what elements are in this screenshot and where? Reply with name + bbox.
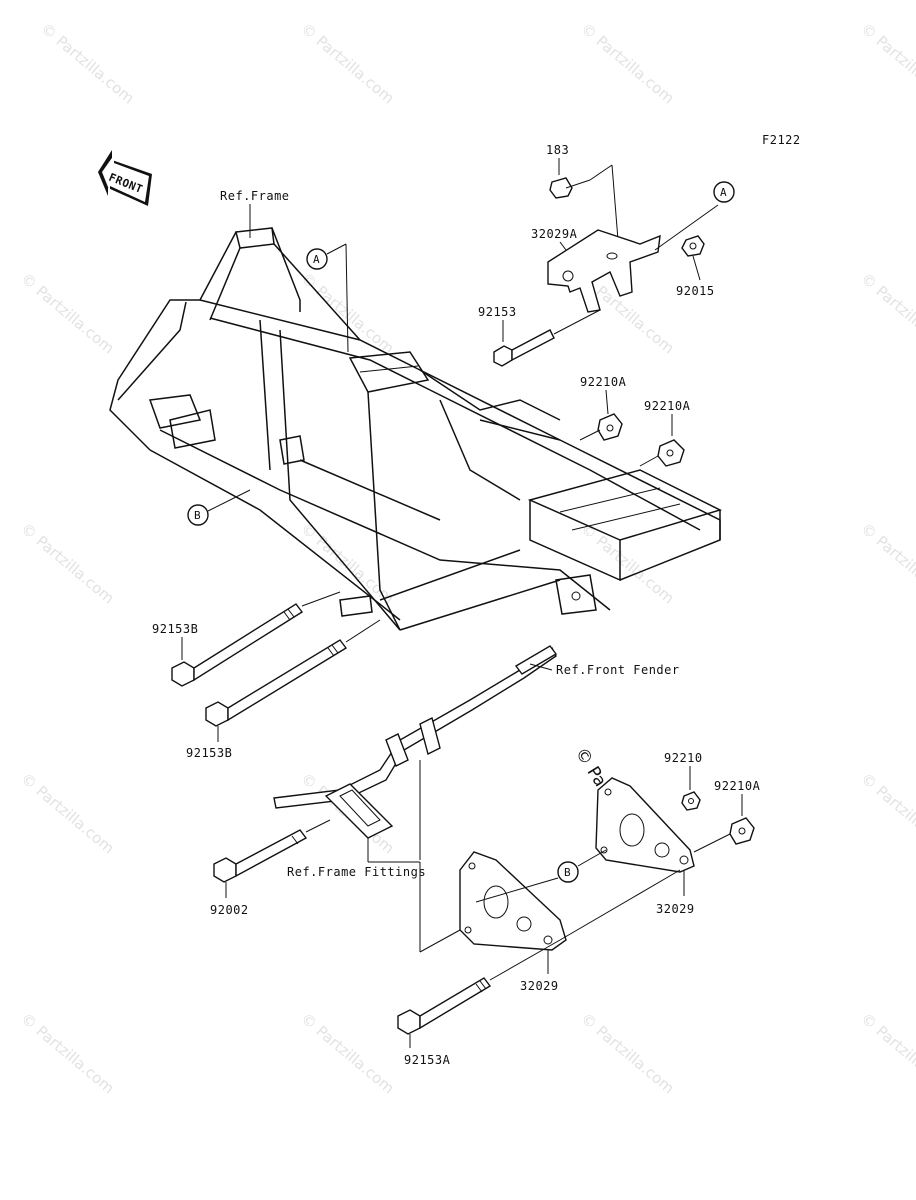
watermark: © Partzilla.com — [857, 269, 916, 357]
nut-92210a-3 — [729, 817, 755, 845]
plate-32029-lower — [459, 851, 567, 951]
part-92015-label: 92015 — [676, 284, 715, 298]
bolt-92153b-2 — [205, 639, 348, 727]
watermark: © Partzilla.com — [17, 519, 117, 607]
part-92002-label: 92002 — [210, 903, 249, 917]
watermark: © Partzilla.com — [17, 769, 117, 857]
bolt-92153a — [397, 977, 492, 1035]
marker-b-label: B — [564, 866, 571, 879]
marker-a-bracket: A — [713, 181, 735, 203]
bolt-183 — [549, 177, 591, 199]
part-183-label: 183 — [546, 143, 569, 157]
watermark: © Partzilla.com — [17, 269, 117, 357]
ref-frame-fittings-label: Ref.Frame Fittings — [287, 865, 426, 879]
part-92210a-3-label: 92210A — [714, 779, 761, 793]
part-32029-1-label: 32029 — [656, 902, 695, 916]
frame-fittings-plate — [324, 783, 394, 839]
frame-assembly — [109, 227, 723, 631]
nut-92210 — [681, 791, 701, 811]
watermark: © Partzilla.com — [857, 769, 916, 857]
plate-32029-upper — [595, 777, 695, 873]
bolt-92153b-1 — [171, 603, 304, 687]
marker-b-label: B — [194, 509, 201, 522]
part-92210-label: 92210 — [664, 751, 703, 765]
nut-92210a-1 — [597, 413, 623, 441]
watermark: © Partzilla.com — [297, 1009, 397, 1097]
nut-92210a-2 — [657, 439, 685, 467]
watermark: © Partzilla.com — [37, 19, 137, 107]
bolt-92002 — [213, 829, 308, 883]
part-92153a-label: 92153A — [404, 1053, 451, 1067]
part-32029-2-label: 32029 — [520, 979, 559, 993]
ref-frame-label: Ref.Frame — [220, 189, 290, 203]
diagram-code: F2122 — [762, 133, 801, 147]
marker-b-frame: B — [187, 489, 251, 526]
ref-front-fender-label: Ref.Front Fender — [556, 663, 680, 677]
watermark: © Partzilla.com — [297, 19, 397, 107]
front-arrow-icon: FRONT — [98, 150, 152, 206]
part-92210a-1-label: 92210A — [580, 375, 627, 389]
watermark: © Partzilla.com — [857, 519, 916, 607]
bracket-32029a — [547, 229, 661, 313]
part-92153-label: 92153 — [478, 305, 517, 319]
marker-b-plate: B — [557, 861, 579, 883]
part-92210a-2-label: 92210A — [644, 399, 691, 413]
watermark: © Partzilla.com — [17, 1009, 117, 1097]
part-32029a-label: 32029A — [531, 227, 578, 241]
part-92153b-1-label: 92153B — [152, 622, 198, 636]
part-92153b-2-label: 92153B — [186, 746, 232, 760]
watermark: © Partzilla.com — [857, 1009, 916, 1097]
watermark: © Partzilla.com — [577, 1009, 677, 1097]
marker-a-label: A — [313, 253, 320, 266]
nut-92015 — [681, 235, 705, 257]
marker-a-frame: A — [306, 243, 349, 353]
watermark: © Partzilla.com — [857, 19, 916, 107]
marker-a-label: A — [720, 186, 727, 199]
bolt-92153 — [493, 329, 555, 367]
watermark: © Partzilla.com — [577, 19, 677, 107]
